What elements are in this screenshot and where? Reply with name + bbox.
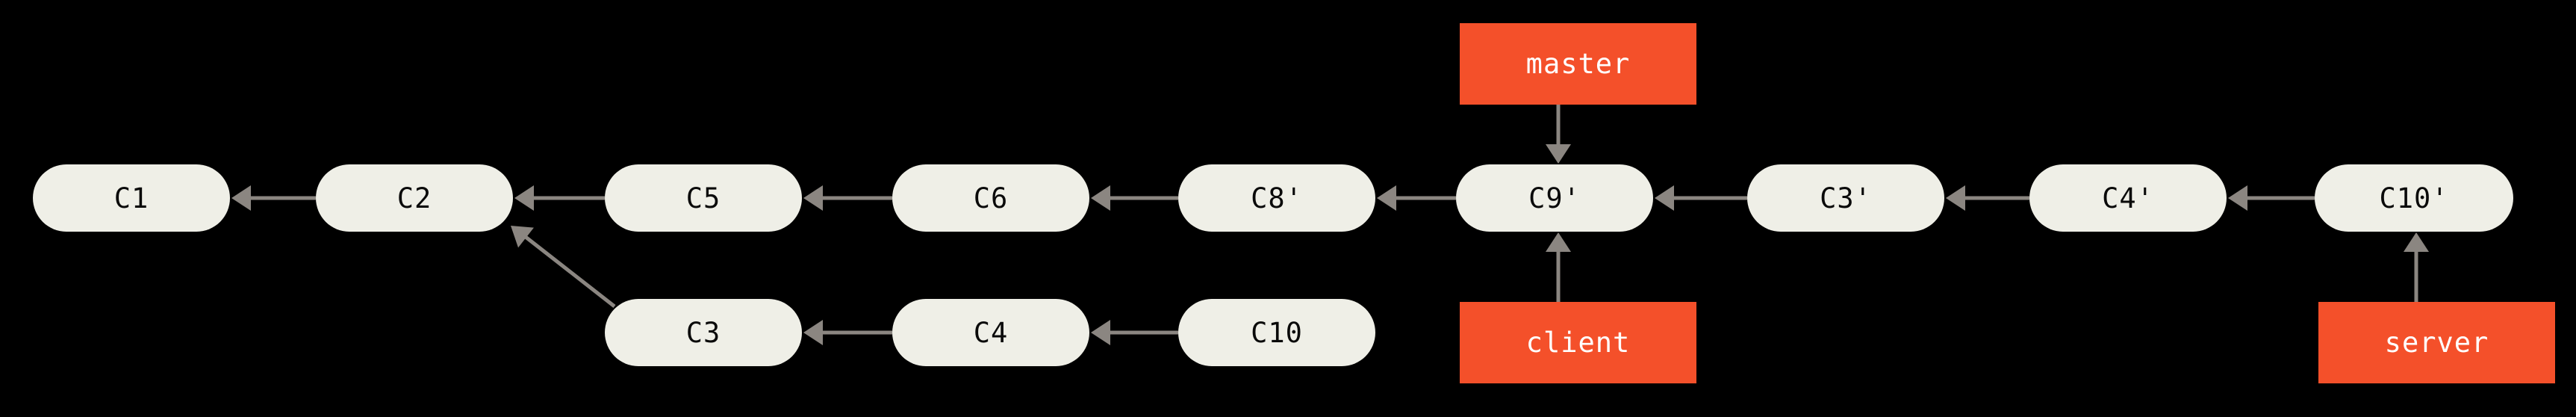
branch-label-server[interactable]: server <box>2318 302 2555 383</box>
commit-node-label: C4' <box>2102 182 2154 214</box>
commit-node-label: C3 <box>685 316 721 349</box>
commit-node-c4[interactable]: C4 <box>892 299 1089 366</box>
commit-node-c5[interactable]: C5 <box>605 164 802 232</box>
branch-label-text: server <box>2384 327 2489 359</box>
commit-node-label: C1 <box>113 182 149 214</box>
edge-c3-to-c2 <box>511 226 616 308</box>
arrowhead <box>803 185 823 211</box>
commit-node-label: C6 <box>973 182 1009 214</box>
edge-c6-to-c5 <box>803 185 892 211</box>
arrowhead <box>1946 185 1965 211</box>
commit-node-label: C4 <box>973 316 1009 349</box>
arrowhead <box>1091 185 1110 211</box>
commit-node-c4p[interactable]: C4' <box>2029 164 2227 232</box>
commit-node-label: C3' <box>1820 182 1872 214</box>
edge-c10-to-c4 <box>1091 320 1178 345</box>
edge-c8p-to-c6 <box>1091 185 1178 211</box>
commit-node-c6[interactable]: C6 <box>892 164 1089 232</box>
branch-label-text: master <box>1525 48 1631 80</box>
edge-c5-to-c2 <box>514 185 605 211</box>
commit-node-c3p[interactable]: C3' <box>1747 164 1944 232</box>
arrowhead <box>2228 185 2247 211</box>
edge-c10p-to-c4p <box>2228 185 2315 211</box>
edge-c2-to-c1 <box>231 185 316 211</box>
edge-server-to-c10p <box>2404 232 2429 302</box>
arrowhead <box>2404 232 2429 252</box>
arrowhead <box>1546 144 1571 164</box>
commit-node-c9p[interactable]: C9' <box>1456 164 1653 232</box>
arrowhead <box>1377 185 1396 211</box>
arrowhead <box>803 320 823 345</box>
commit-node-label: C10' <box>2379 182 2449 214</box>
commit-node-label: C2 <box>396 182 432 214</box>
edge-c3p-to-c9p <box>1655 185 1747 211</box>
commit-node-label: C9' <box>1528 182 1581 214</box>
arrowhead <box>231 185 251 211</box>
commit-node-label: C5 <box>685 182 721 214</box>
arrowhead <box>1655 185 1674 211</box>
arrowhead <box>1546 232 1571 252</box>
branch-label-text: client <box>1525 327 1631 359</box>
edge-client-to-c9p <box>1546 232 1571 302</box>
commit-node-c3[interactable]: C3 <box>605 299 802 366</box>
commit-node-c10p[interactable]: C10' <box>2315 164 2513 232</box>
arrowhead <box>514 185 534 211</box>
commit-node-c10[interactable]: C10 <box>1178 299 1375 366</box>
edge-c9p-to-c8p <box>1377 185 1456 211</box>
edge-c4-to-c3 <box>803 320 892 345</box>
commit-node-c2[interactable]: C2 <box>316 164 513 232</box>
commit-node-label: C10 <box>1251 316 1303 349</box>
commit-node-c8p[interactable]: C8' <box>1178 164 1375 232</box>
commit-node-c1[interactable]: C1 <box>33 164 230 232</box>
edge-c4p-to-c3p <box>1946 185 2029 211</box>
arrowhead <box>511 226 534 248</box>
edge-master-to-c9p <box>1546 105 1571 164</box>
arrowhead <box>1091 320 1110 345</box>
branch-label-client[interactable]: client <box>1460 302 1696 383</box>
commit-node-label: C8' <box>1251 182 1303 214</box>
branch-label-master[interactable]: master <box>1460 23 1696 105</box>
